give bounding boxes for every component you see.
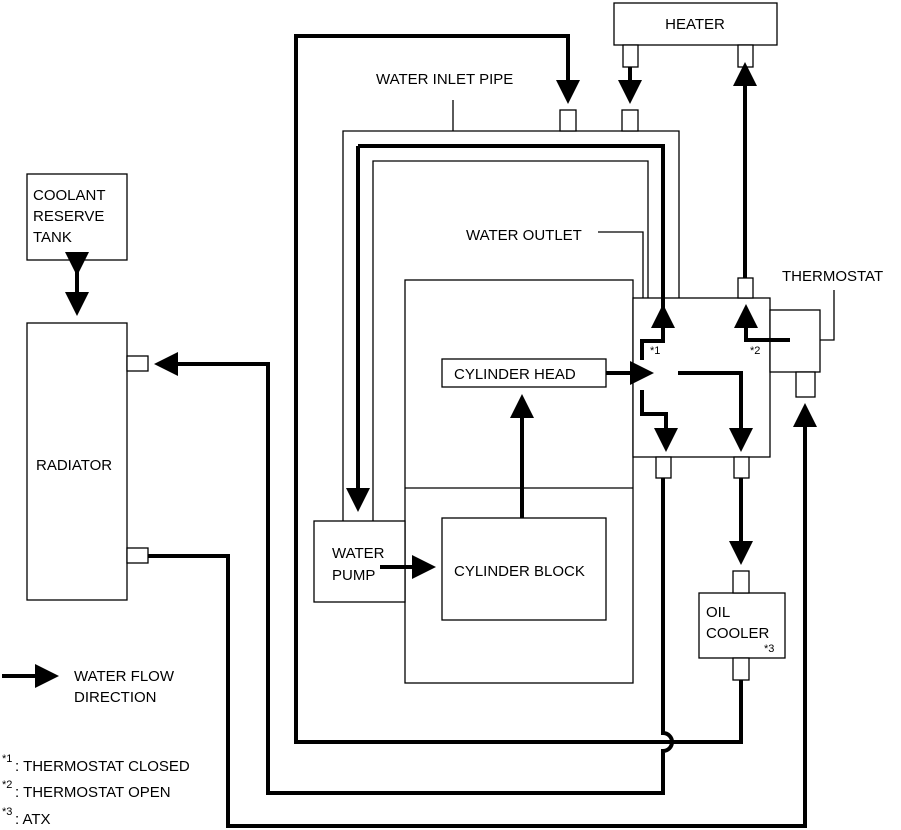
flow-open — [734, 304, 790, 342]
housing-port-bottom-left — [655, 456, 672, 479]
radiator: RADIATOR — [26, 322, 149, 601]
oil-cooler-note: *3 — [764, 643, 774, 655]
marker-closed: *1 — [650, 345, 660, 357]
radiator-port-top — [126, 355, 149, 372]
flow-oil-cooler-return — [294, 34, 743, 744]
note-mark-2: *2 — [2, 779, 12, 791]
coolant-reserve-tank: COOLANT RESERVE TANK — [26, 173, 128, 261]
water-pump: WATER PUMP — [313, 520, 406, 603]
oil-cooler-label-2: COOLER — [706, 625, 770, 642]
note-text-1: : THERMOSTAT CLOSED — [15, 758, 190, 775]
oil-cooler: OIL COOLER *3 — [698, 570, 786, 681]
tank-label-3: TANK — [33, 229, 72, 246]
radiator-port-bottom — [126, 547, 149, 564]
tank-label-2: RESERVE — [33, 208, 104, 225]
thermostat-leader — [820, 290, 835, 341]
pump-label-2: PUMP — [332, 567, 375, 584]
engine: CYLINDER HEAD CYLINDER BLOCK — [404, 279, 634, 684]
radiator-label: RADIATOR — [36, 457, 112, 474]
water-inlet-pipe: WATER INLET PIPE — [342, 71, 680, 521]
flow-radiator-return — [148, 403, 817, 828]
legend-label-1: WATER FLOW — [74, 668, 175, 685]
legend-label-2: DIRECTION — [74, 689, 157, 706]
note-text-2: : THERMOSTAT OPEN — [15, 784, 171, 801]
cylinder-block-label: CYLINDER BLOCK — [454, 563, 585, 580]
note-mark-3: *3 — [2, 806, 12, 818]
oil-cooler-port-bottom — [732, 657, 750, 681]
flow-closed-bypass — [640, 304, 675, 360]
note-mark-1: *1 — [2, 753, 12, 765]
inlet-port-right — [621, 109, 639, 132]
flow-closed-down — [640, 390, 678, 452]
note-text-3: : ATX — [15, 811, 51, 828]
water-outlet-leader — [598, 231, 644, 298]
marker-open: *2 — [750, 345, 760, 357]
tank-label-1: COOLANT — [33, 187, 106, 204]
cylinder-head-label: CYLINDER HEAD — [454, 366, 576, 383]
thermostat-port-bypass — [795, 371, 816, 398]
flow-lines — [148, 34, 817, 828]
housing-port-bottom-right — [733, 456, 750, 479]
pump-label-1: WATER — [332, 545, 385, 562]
housing-port-top — [737, 277, 754, 299]
heater-port-left — [622, 44, 639, 68]
inlet-port-left — [559, 109, 577, 132]
heater: HEATER — [613, 2, 778, 68]
oil-cooler-port-top — [732, 570, 750, 594]
flow-to-radiator — [154, 352, 674, 795]
water-inlet-pipe-label: WATER INLET PIPE — [376, 71, 513, 88]
flow-outlet-to-pump — [358, 144, 665, 310]
legend: WATER FLOW DIRECTION *1 : THERMOSTAT CLO… — [2, 664, 190, 828]
heater-label: HEATER — [665, 16, 725, 33]
oil-cooler-label-1: OIL — [706, 604, 730, 621]
cylinder-head — [441, 358, 607, 388]
flow-to-oil-cooler-port — [678, 371, 753, 452]
water-outlet-label: WATER OUTLET — [466, 227, 582, 244]
heater-port-right — [737, 44, 754, 68]
cylinder-block — [441, 517, 607, 621]
thermostat-label: THERMOSTAT — [782, 268, 883, 285]
